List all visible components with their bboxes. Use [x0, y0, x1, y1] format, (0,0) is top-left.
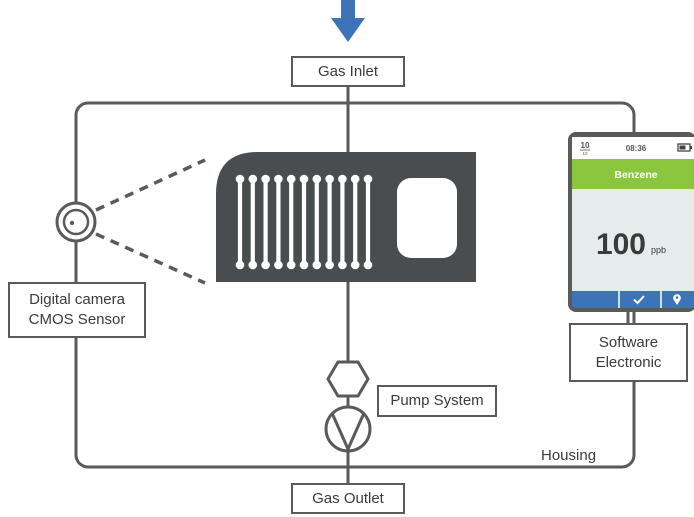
gas-outlet-text: Gas Outlet [312, 489, 384, 507]
sensor-tube [235, 174, 245, 270]
camera-lens-icon [55, 201, 97, 243]
gas-outlet-label: Gas Outlet [291, 483, 405, 514]
software-label: Software Electronic [569, 323, 688, 382]
gas-inlet-label: Gas Inlet [291, 56, 405, 87]
device-time: 08:36 [626, 144, 647, 153]
pump-system-label: Pump System [377, 385, 497, 417]
sensor-tube-array [235, 174, 373, 270]
chip-window [397, 178, 457, 258]
battery-icon [677, 143, 692, 152]
device-value: 100 [596, 228, 646, 261]
device-unit: ppb [651, 245, 666, 255]
device-fraction-top: 10 [581, 141, 590, 150]
sensor-tube [312, 174, 322, 270]
sensor-tube [274, 174, 283, 270]
valve-icon [324, 405, 372, 453]
software-label-line1: Software [598, 333, 659, 351]
camera-label: Digital camera CMOS Sensor [8, 282, 146, 338]
pump-icon [326, 360, 370, 398]
device-header [572, 159, 694, 189]
device-screen [572, 189, 694, 291]
sensor-tube [350, 174, 360, 270]
sensor-tube [261, 174, 270, 270]
sensor-tube [286, 174, 296, 270]
pump-system-text: Pump System [390, 392, 484, 409]
device-footer [572, 291, 694, 308]
location-pin-icon[interactable] [673, 294, 681, 305]
gas-inlet-text: Gas Inlet [317, 62, 379, 80]
housing-label: Housing [541, 447, 597, 464]
camera-label-line2: CMOS Sensor [28, 311, 126, 328]
device-fraction-bottom: 10 [582, 151, 588, 156]
camera-view-line-top [95, 158, 206, 212]
sensor-tube [299, 174, 309, 270]
sensor-tube [363, 174, 373, 270]
camera-view-line-bottom [95, 232, 206, 285]
sensor-tube [338, 174, 347, 270]
camera-label-line1: Digital camera [29, 291, 125, 308]
handheld-device: 10 10 08:36 Benzene 100 ppb [568, 132, 694, 312]
check-icon[interactable] [633, 295, 645, 305]
sensor-tube [325, 174, 334, 270]
sensor-tube [248, 174, 258, 270]
device-compound: Benzene [614, 169, 657, 181]
software-label-line2: Electronic [595, 353, 662, 371]
sensor-chip [216, 152, 476, 282]
arrow-down-icon [331, 0, 365, 42]
